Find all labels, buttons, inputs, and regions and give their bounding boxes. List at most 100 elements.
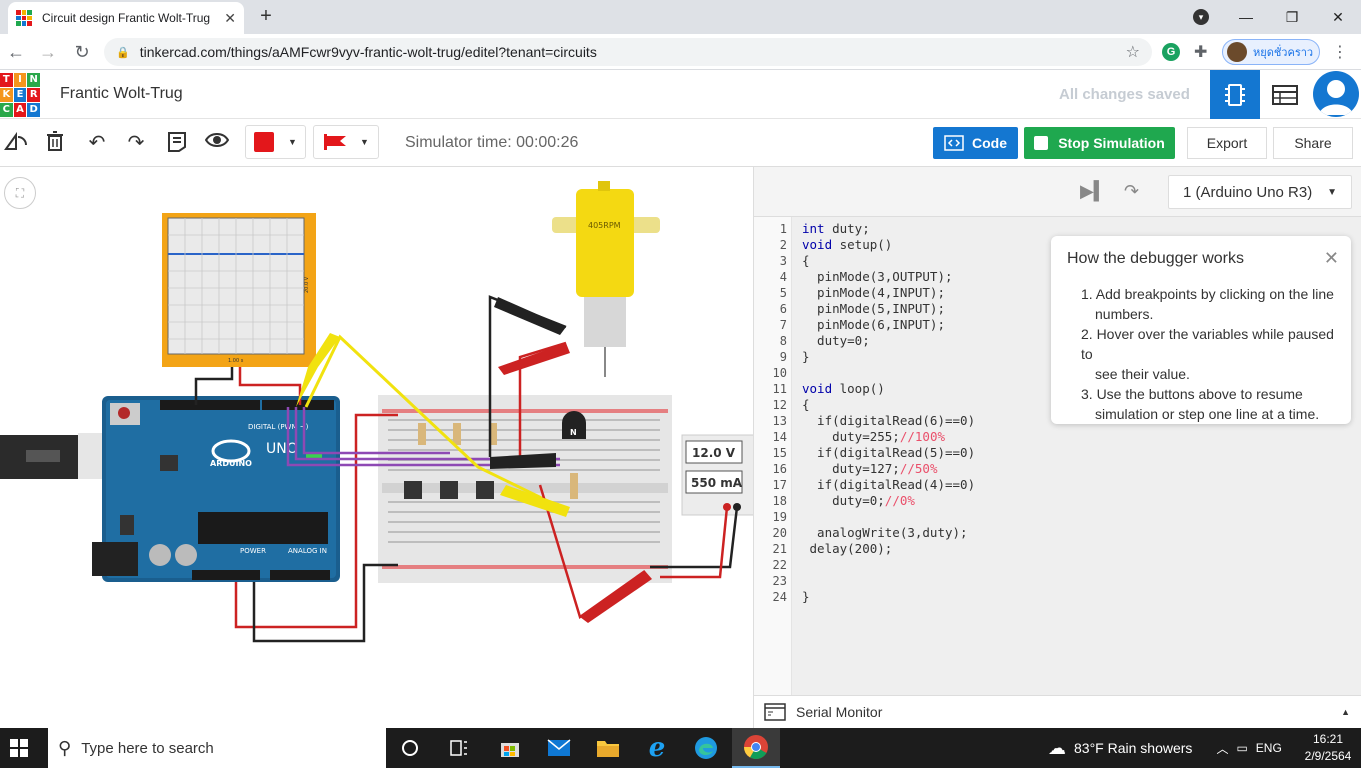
url-text[interactable]: tinkercad.com/things/aAMFcwr9vyv-frantic… bbox=[139, 44, 597, 60]
weather-text[interactable]: 83°F Rain showers bbox=[1074, 740, 1193, 756]
line-number[interactable]: 4 bbox=[779, 270, 787, 284]
code-line[interactable] bbox=[802, 557, 975, 573]
code-line[interactable]: void loop() bbox=[802, 381, 885, 396]
code-line[interactable]: } bbox=[802, 349, 810, 364]
browser-tab[interactable]: Circuit design Frantic Wolt-Trug | ✕ bbox=[8, 2, 244, 34]
line-number[interactable]: 6 bbox=[779, 302, 787, 316]
line-number[interactable]: 11 bbox=[772, 382, 787, 396]
line-number[interactable]: 14 bbox=[772, 430, 787, 444]
line-number[interactable]: 17 bbox=[772, 478, 787, 492]
code-line[interactable]: { bbox=[802, 397, 810, 412]
line-number[interactable]: 9 bbox=[779, 350, 787, 364]
line-number[interactable]: 2 bbox=[779, 238, 787, 252]
new-tab-button[interactable]: + bbox=[260, 5, 272, 27]
reload-button[interactable]: ↻ bbox=[74, 42, 90, 62]
code-lines[interactable]: int duty; void setup() { pinMode(3,OUTPU… bbox=[802, 221, 975, 605]
arduino-uno-board[interactable]: ARDUINO UNO DIGITAL (PWM ~) POWER ANALOG… bbox=[92, 396, 340, 582]
back-button[interactable]: ← bbox=[7, 42, 25, 62]
oscilloscope[interactable]: 1.00 s 20.0 V bbox=[162, 213, 316, 367]
omnibox[interactable]: 🔒 tinkercad.com/things/aAMFcwr9vyv-frant… bbox=[104, 38, 1152, 66]
stop-simulation-button[interactable]: Stop Simulation bbox=[1024, 127, 1175, 159]
line-number[interactable]: 19 bbox=[772, 510, 787, 524]
bookmark-star-icon[interactable]: ☆ bbox=[1125, 44, 1140, 61]
code-line[interactable]: int duty; bbox=[802, 221, 870, 236]
line-number[interactable]: 15 bbox=[772, 446, 787, 460]
export-button[interactable]: Export bbox=[1187, 127, 1267, 159]
code-line[interactable] bbox=[802, 509, 975, 525]
windows-start-icon[interactable] bbox=[10, 739, 28, 757]
close-window-button[interactable]: ✕ bbox=[1332, 8, 1344, 25]
minimize-button[interactable]: — bbox=[1239, 9, 1253, 25]
share-button[interactable]: Share bbox=[1273, 127, 1353, 159]
line-number[interactable]: 23 bbox=[772, 574, 787, 588]
visibility-eye-icon[interactable] bbox=[204, 131, 230, 155]
code-line[interactable] bbox=[802, 365, 975, 381]
code-line[interactable]: duty=0;//0% bbox=[802, 493, 915, 508]
line-number[interactable]: 24 bbox=[772, 590, 787, 604]
code-button[interactable]: Code bbox=[933, 127, 1018, 159]
code-line[interactable]: pinMode(5,INPUT); bbox=[802, 301, 945, 316]
code-line[interactable]: duty=127;//50% bbox=[802, 461, 938, 476]
taskbar-search[interactable]: ⚲ Type here to search bbox=[48, 728, 386, 768]
internet-explorer-icon[interactable]: e bbox=[648, 733, 666, 763]
line-number[interactable]: 10 bbox=[772, 366, 787, 380]
code-line[interactable]: if(digitalRead(5)==0) bbox=[802, 445, 976, 460]
tab-close-icon[interactable]: ✕ bbox=[224, 9, 236, 26]
zoom-to-fit-icon[interactable]: ⛶ bbox=[4, 177, 36, 209]
code-line[interactable]: } bbox=[802, 589, 810, 604]
line-number[interactable]: 12 bbox=[772, 398, 787, 412]
line-number[interactable]: 16 bbox=[772, 462, 787, 476]
profile-chip[interactable]: หยุดชั่วคราว bbox=[1222, 39, 1320, 65]
line-number[interactable]: 8 bbox=[779, 334, 787, 348]
edge-icon[interactable] bbox=[692, 734, 720, 762]
undo-icon[interactable]: ↶ bbox=[88, 132, 106, 154]
circuit-canvas[interactable]: ⛶ ARDUINO UNO DIGITAL (PWM ~ bbox=[0, 167, 753, 728]
device-select[interactable]: 1 (Arduino Uno R3) ▼ bbox=[1168, 175, 1352, 209]
line-number-gutter[interactable]: 1 2 3 4 5 6 7 8 9 10 11 12 13 14 15 16 1… bbox=[754, 217, 792, 695]
microsoft-store-icon[interactable] bbox=[496, 734, 524, 762]
language-indicator[interactable]: ENG bbox=[1255, 741, 1282, 755]
browser-menu-icon[interactable]: ⋮ bbox=[1332, 44, 1348, 61]
line-number[interactable]: 20 bbox=[772, 526, 787, 540]
cortana-icon[interactable] bbox=[396, 734, 424, 762]
chrome-taskbar-button[interactable] bbox=[732, 728, 780, 768]
redo-icon[interactable]: ↷ bbox=[127, 132, 145, 154]
code-line[interactable]: void setup() bbox=[802, 237, 893, 252]
tab-search-icon[interactable]: ▾ bbox=[1193, 9, 1209, 25]
taskbar-clock[interactable]: 16:21 2/9/2564 bbox=[1300, 731, 1356, 765]
line-number[interactable]: 3 bbox=[779, 254, 787, 268]
code-line[interactable]: delay(200); bbox=[802, 541, 893, 556]
code-line[interactable]: duty=255;//100% bbox=[802, 429, 945, 444]
line-number[interactable]: 7 bbox=[779, 318, 787, 332]
delete-icon[interactable] bbox=[43, 131, 67, 155]
code-line[interactable]: if(digitalRead(4)==0) bbox=[802, 477, 976, 492]
code-line[interactable]: duty=0; bbox=[802, 333, 870, 348]
wire-color-dropdown[interactable]: ▼ bbox=[245, 125, 306, 159]
alligator-clips[interactable] bbox=[296, 297, 652, 623]
design-title[interactable]: Frantic Wolt-Trug bbox=[60, 85, 183, 102]
user-avatar[interactable] bbox=[1313, 71, 1359, 117]
notes-icon[interactable] bbox=[165, 131, 189, 155]
tinkercad-logo[interactable]: T I N K E R C A D bbox=[0, 73, 40, 117]
code-line[interactable]: analogWrite(3,duty); bbox=[802, 525, 968, 540]
show-hidden-icons-chevron-icon[interactable]: ︿ bbox=[1216, 741, 1229, 756]
power-supply[interactable]: 12.0 V 550 mA bbox=[681, 434, 753, 516]
battery-icon[interactable]: ▭ bbox=[1236, 741, 1248, 755]
extensions-puzzle-icon[interactable]: ✚ bbox=[1194, 44, 1208, 61]
lock-icon[interactable]: 🔒 bbox=[116, 46, 130, 59]
step-over-icon[interactable]: ↷ bbox=[1124, 181, 1140, 201]
circuit-view-button[interactable] bbox=[1210, 70, 1260, 119]
line-number[interactable]: 1 bbox=[779, 222, 787, 236]
chevron-up-icon[interactable]: ▲ bbox=[1341, 707, 1350, 717]
code-line[interactable]: pinMode(3,OUTPUT); bbox=[802, 269, 953, 284]
component-list-view-button[interactable] bbox=[1260, 70, 1310, 119]
wire-type-dropdown[interactable]: ▼ bbox=[313, 125, 379, 159]
grammarly-extension-icon[interactable]: G bbox=[1162, 43, 1180, 61]
code-line[interactable]: pinMode(6,INPUT); bbox=[802, 317, 945, 332]
code-line[interactable]: { bbox=[802, 253, 810, 268]
dc-motor[interactable]: 405RPM bbox=[552, 181, 660, 377]
code-line[interactable]: if(digitalRead(6)==0) bbox=[802, 413, 976, 428]
resume-step-icon[interactable]: ▶▍ bbox=[1080, 181, 1108, 201]
mail-icon[interactable] bbox=[545, 734, 573, 762]
line-number[interactable]: 18 bbox=[772, 494, 787, 508]
